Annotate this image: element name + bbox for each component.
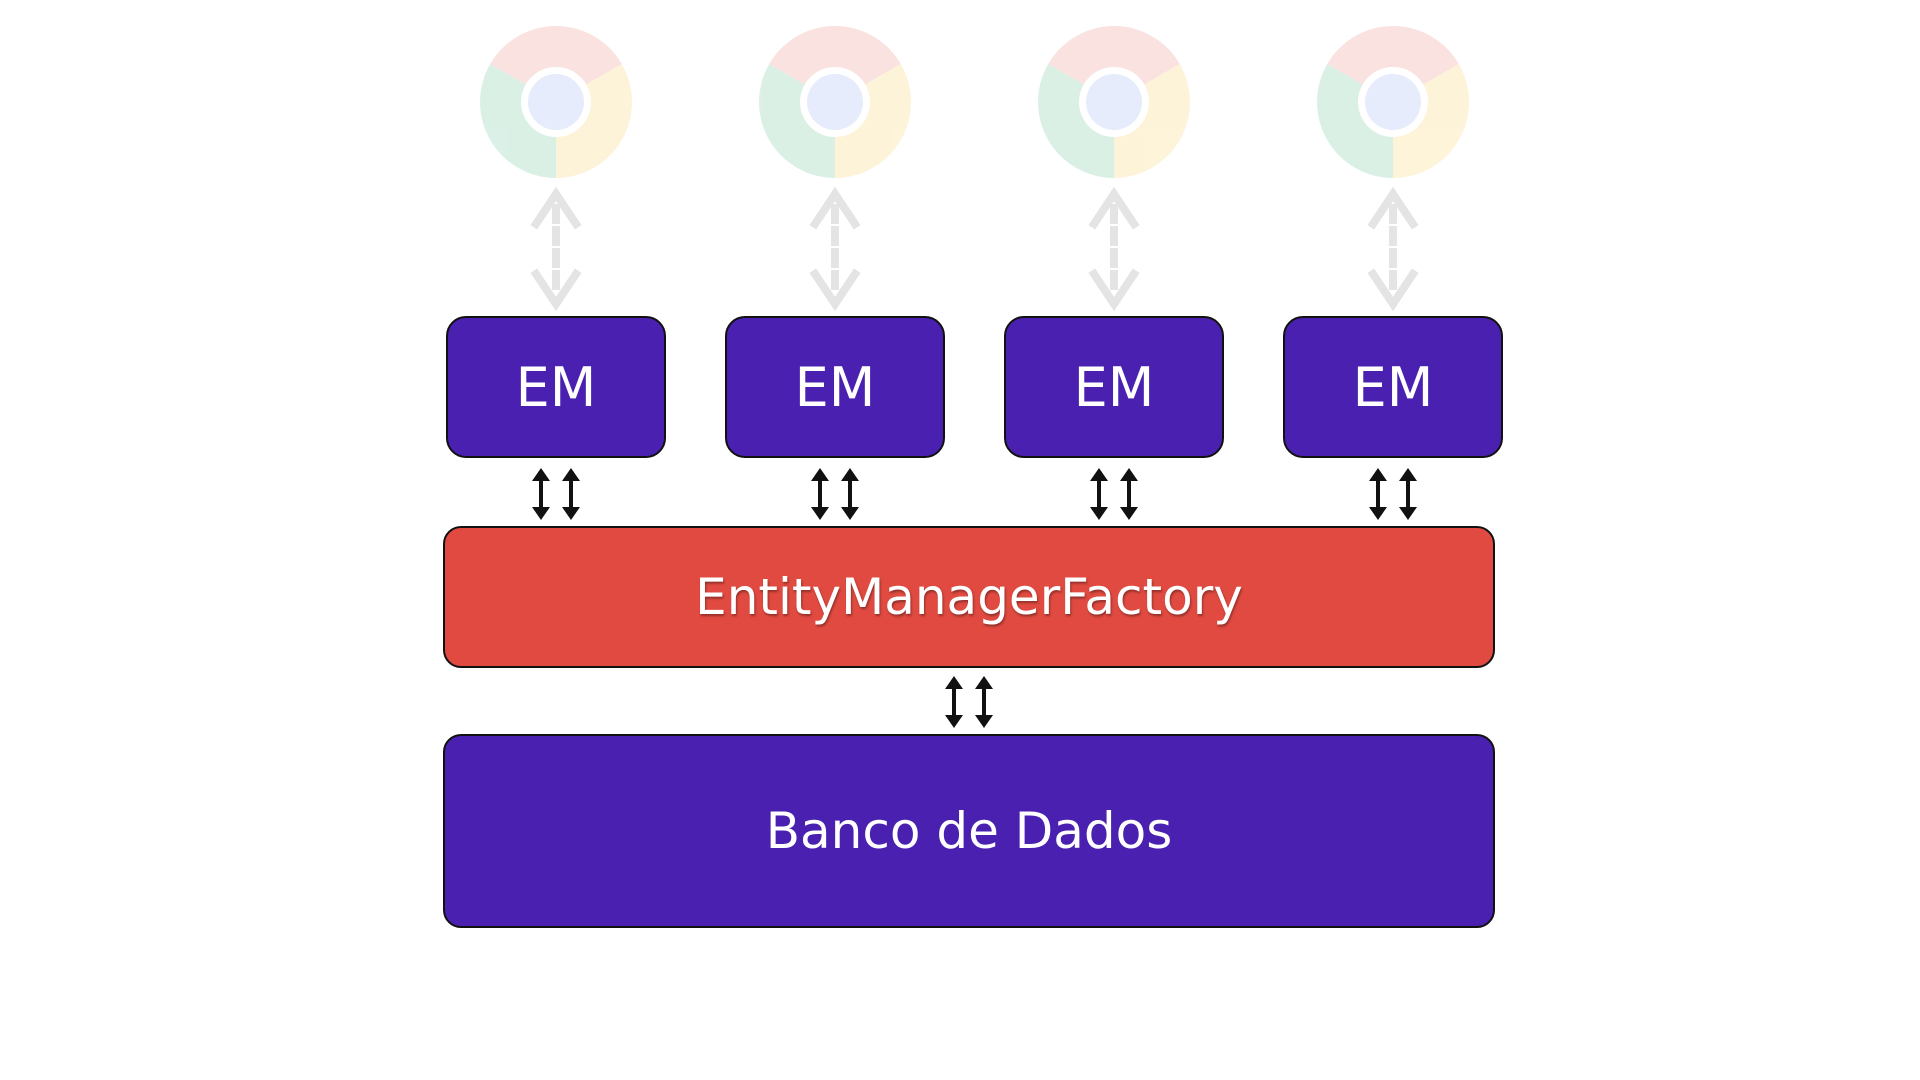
chrome-icon — [759, 26, 911, 178]
double-arrow-icon — [532, 468, 580, 520]
entity-manager-label: EM — [794, 355, 876, 419]
entity-manager-box: EM — [725, 316, 945, 458]
dashed-double-arrow-icon — [530, 186, 582, 312]
entity-manager-box: EM — [1004, 316, 1224, 458]
entity-manager-label: EM — [515, 355, 597, 419]
entity-manager-factory-box: EntityManagerFactory — [443, 526, 1495, 668]
database-label: Banco de Dados — [765, 802, 1173, 860]
chrome-icon — [480, 26, 632, 178]
entity-manager-label: EM — [1073, 355, 1155, 419]
database-box: Banco de Dados — [443, 734, 1495, 928]
dashed-double-arrow-icon — [1367, 186, 1419, 312]
dashed-double-arrow-icon — [1088, 186, 1140, 312]
entity-manager-box: EM — [1283, 316, 1503, 458]
double-arrow-icon — [1369, 468, 1417, 520]
chrome-icon — [1038, 26, 1190, 178]
entity-manager-factory-label: EntityManagerFactory — [695, 568, 1243, 626]
entity-manager-box: EM — [446, 316, 666, 458]
chrome-icon — [1317, 26, 1469, 178]
double-arrow-icon — [811, 468, 859, 520]
dashed-double-arrow-icon — [809, 186, 861, 312]
entity-manager-label: EM — [1352, 355, 1434, 419]
double-arrow-icon — [1090, 468, 1138, 520]
double-arrow-icon — [945, 676, 993, 728]
